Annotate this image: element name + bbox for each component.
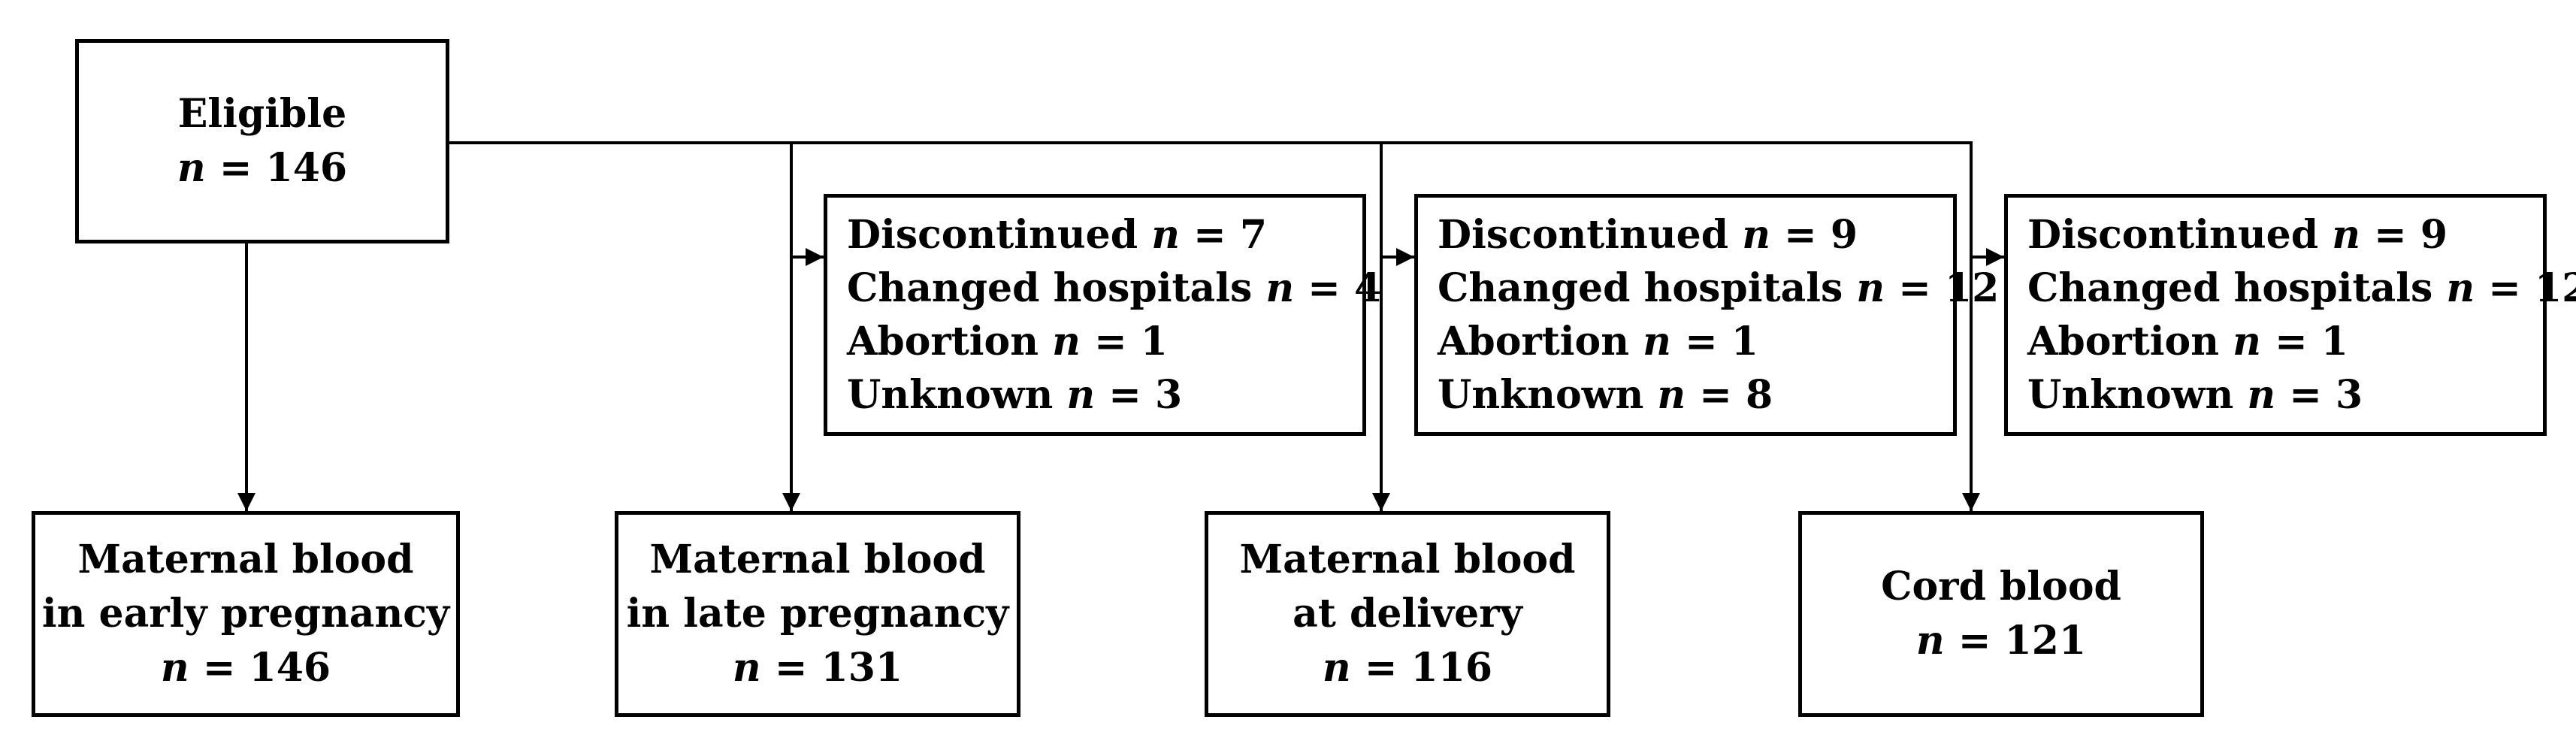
n-symbol: n (1742, 212, 1771, 258)
n-symbol: n (2332, 212, 2361, 258)
abortion-row: Abortion n = 1 (2027, 315, 2543, 368)
abortion-row: Abortion n = 1 (847, 315, 1362, 368)
changed-hospitals-row: Changed hospitals n = 12 (2027, 262, 2576, 315)
n-value: = 3 (1108, 372, 1183, 418)
n-value: = 8 (1699, 372, 1773, 418)
sample-box-late-pregnancy: Maternal blood in late pregnancy n = 131 (615, 511, 1020, 717)
eligible-box: Eligible n = 146 (75, 39, 449, 243)
sample-count: n = 121 (1916, 614, 2086, 668)
n-symbol: n (177, 145, 206, 191)
discontinued-label: Discontinued (2027, 212, 2319, 258)
n-value: = 9 (1784, 212, 1858, 258)
n-symbol: n (1915, 618, 1945, 664)
n-symbol: n (2233, 319, 2261, 364)
unknown-label: Unknown (2027, 372, 2234, 418)
discontinued-row: Discontinued n = 9 (2027, 208, 2543, 262)
changed-hospitals-label: Changed hospitals (2027, 265, 2433, 311)
n-value: = 1 (1685, 319, 1758, 364)
n-value: = 1 (1094, 319, 1168, 364)
n-value: = 7 (1193, 212, 1267, 258)
changed-hospitals-label: Changed hospitals (847, 265, 1253, 311)
sample-line-2: in early pregnancy (41, 591, 450, 637)
unknown-label: Unknown (1438, 372, 1644, 418)
abortion-label: Abortion (847, 319, 1039, 364)
exclusion-box-delivery: Discontinued n = 9 Changed hospitals n =… (1414, 194, 1999, 436)
sample-line-1: Cord blood (1881, 564, 2121, 609)
n-value: = 131 (774, 645, 903, 691)
sample-box-delivery: Maternal blood at delivery n = 116 (1205, 511, 1610, 717)
discontinued-row: Discontinued n = 7 (847, 208, 1362, 262)
n-symbol: n (1151, 212, 1181, 258)
sample-count: n = 131 (733, 641, 903, 695)
exclusion-box-late-pregnancy: Discontinued n = 7 Changed hospitals n =… (824, 194, 1381, 436)
n-value: = 4 (1308, 265, 1382, 311)
n-value: = 12 (1898, 265, 2000, 311)
sample-count: n = 146 (161, 641, 331, 695)
abortion-label: Abortion (1438, 319, 1630, 364)
n-value: = 1 (2275, 319, 2348, 364)
sample-line-1: Maternal blood (1239, 537, 1576, 582)
n-symbol: n (1657, 372, 1686, 418)
sample-box-early-pregnancy: Maternal blood in early pregnancy n = 14… (32, 511, 460, 717)
n-value: = 116 (1364, 645, 1493, 691)
n-symbol: n (1265, 265, 1295, 311)
n-value: = 3 (2289, 372, 2363, 418)
n-symbol: n (2247, 372, 2276, 418)
n-value: = 146 (202, 645, 331, 691)
discontinued-label: Discontinued (1438, 212, 1729, 258)
discontinued-row: Discontinued n = 9 (1438, 208, 1953, 262)
sample-line-2: in late pregnancy (626, 591, 1009, 637)
eligible-count: n = 146 (177, 141, 347, 195)
n-symbol: n (1066, 372, 1096, 418)
n-symbol: n (1643, 319, 1671, 364)
n-symbol: n (1052, 319, 1081, 364)
n-value: = 146 (219, 145, 348, 191)
n-value: = 12 (2488, 265, 2576, 311)
unknown-row: Unknown n = 3 (2027, 368, 2543, 422)
eligible-title: Eligible (177, 91, 347, 137)
sample-line-1: Maternal blood (77, 537, 414, 582)
discontinued-label: Discontinued (847, 212, 1138, 258)
sample-line-1: Maternal blood (649, 537, 986, 582)
unknown-row: Unknown n = 3 (847, 368, 1362, 422)
abortion-label: Abortion (2027, 319, 2220, 364)
changed-hospitals-row: Changed hospitals n = 4 (847, 262, 1381, 315)
sample-box-cord-blood: Cord blood n = 121 (1798, 511, 2204, 717)
sample-line-2: at delivery (1293, 591, 1522, 637)
abortion-row: Abortion n = 1 (1438, 315, 1953, 368)
unknown-row: Unknown n = 8 (1438, 368, 1953, 422)
n-symbol: n (1322, 645, 1351, 691)
unknown-label: Unknown (847, 372, 1054, 418)
n-value: = 121 (1958, 618, 2087, 664)
n-symbol: n (732, 645, 761, 691)
changed-hospitals-row: Changed hospitals n = 12 (1438, 262, 1999, 315)
n-symbol: n (1856, 265, 1885, 311)
changed-hospitals-label: Changed hospitals (1438, 265, 1843, 311)
exclusion-box-cord-blood: Discontinued n = 9 Changed hospitals n =… (2004, 194, 2576, 436)
n-value: = 9 (2374, 212, 2448, 258)
sample-count: n = 116 (1323, 641, 1492, 695)
n-symbol: n (160, 645, 189, 691)
n-symbol: n (2446, 265, 2475, 311)
